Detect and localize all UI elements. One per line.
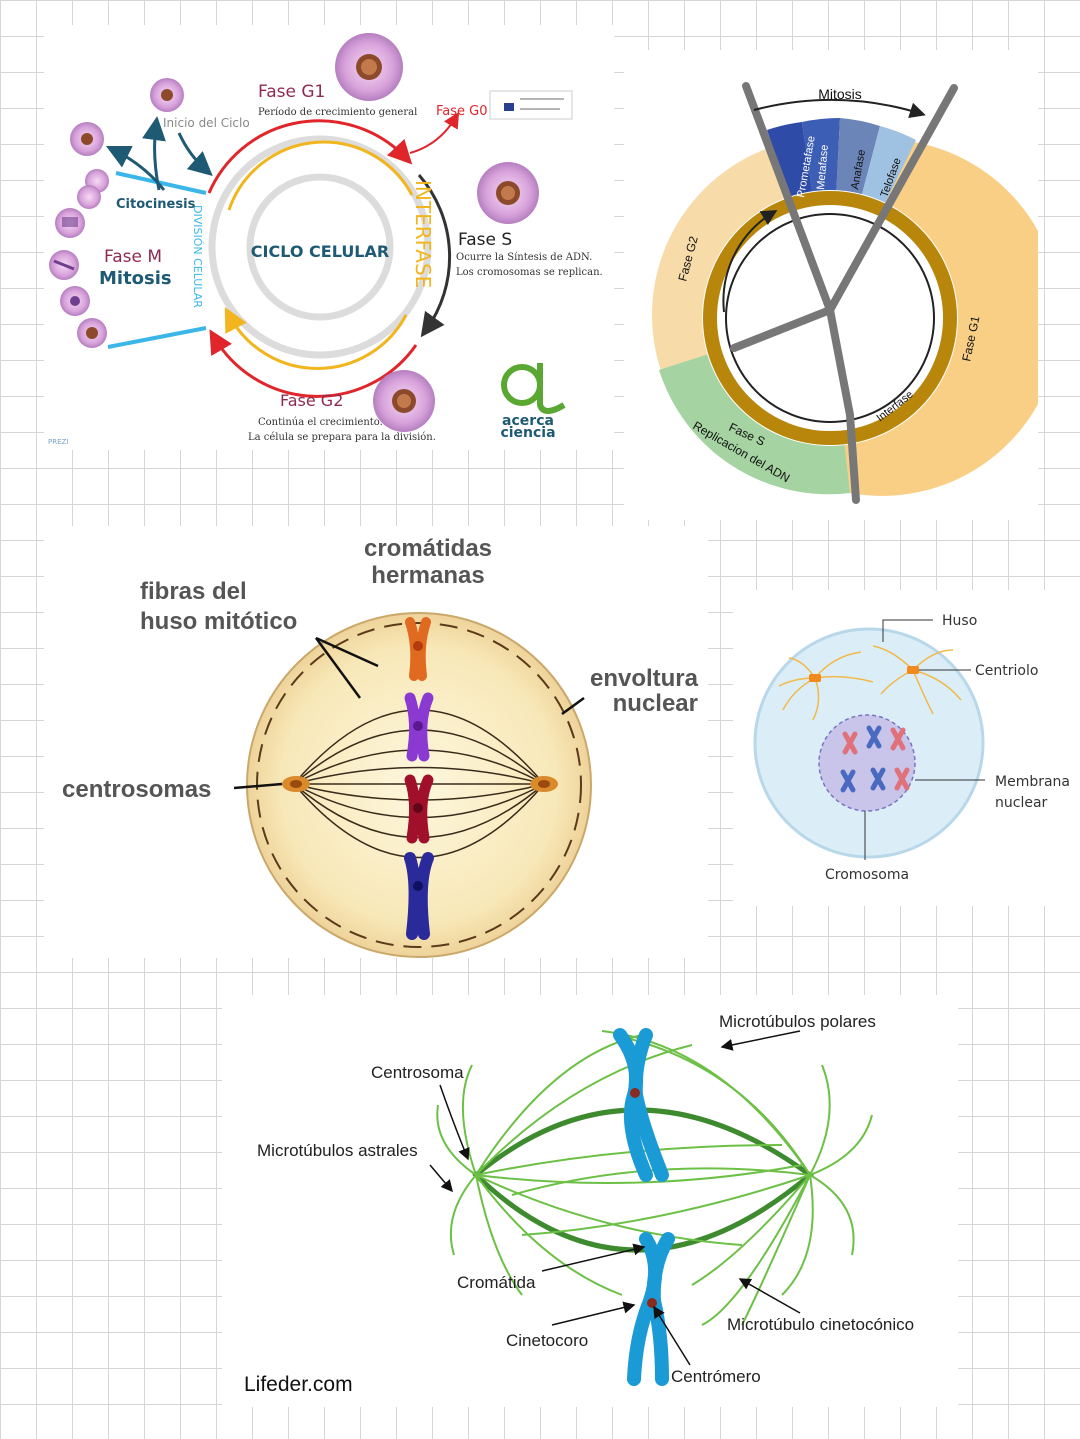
g0-label: Fase G0 (436, 104, 488, 119)
g1-title: Fase G1 (258, 82, 325, 102)
g2-desc-1: Continúa el crecimiento. (258, 417, 383, 428)
outer-ring (208, 135, 432, 359)
cell-cycle-panel: CICLO CELULAR INTERFASE DIVISIÓN CELULAR… (44, 25, 614, 450)
nuclear-envelope-label-1: envoltura (590, 665, 699, 692)
centriole-label: Centriolo (975, 663, 1038, 679)
cell-dividing-icon (77, 169, 109, 209)
lifeder-spindle-panel: Microtúbulos polares Centrosoma Microtúb… (222, 995, 958, 1407)
label-arrows (429, 1030, 801, 1366)
lifeder-brand: Lifeder.com (244, 1373, 353, 1396)
nuclear-membrane-label-1: Membrana (995, 774, 1070, 790)
logo-text-2: ciencia (500, 425, 555, 441)
s-desc-1: Ocurre la Síntesis de ADN. (456, 252, 592, 263)
cytokinesis-arrow-2 (142, 116, 166, 191)
astral-microtubules-label: Microtúbulos astrales (257, 1141, 418, 1160)
cycle-line (725, 213, 935, 423)
chromosomes (840, 725, 910, 793)
chromosome-label: Cromosoma (825, 867, 909, 883)
g2-desc-2: La célula se prepara para la división. (248, 432, 436, 443)
pointer-lines (233, 636, 585, 790)
inner-ring (246, 173, 394, 321)
s-title: Fase S (458, 230, 512, 250)
spindle-diagram: cromátidas hermanas fibras del huso mitó… (62, 535, 699, 958)
cell-daughter-icon (70, 122, 104, 156)
s-arrow (417, 174, 452, 338)
spindle-label: Huso (942, 613, 977, 629)
citocinesis-label: Citocinesis (116, 197, 196, 212)
interphase-ring (703, 191, 957, 445)
g2-arrow (209, 329, 418, 398)
spindle-fibers-label-1: fibras del (140, 578, 247, 605)
cell-start-icon (150, 78, 184, 112)
division-line-top (115, 171, 207, 195)
chromosome-orange (405, 617, 431, 681)
acerca-ciencia-logo (501, 363, 566, 414)
cell-spindle-diagram: Huso Centriolo Membrana nuclear Cromosom… (753, 613, 1070, 883)
mitosis-wheel-diagram: Mitosis Prometafase Metafase Anafase Tel… (652, 82, 1038, 504)
prezi-watermark: PREZI (48, 438, 68, 446)
centrosome-right (530, 776, 558, 792)
sister-chromatids-label-1: cromátidas (364, 535, 492, 562)
g2-yellow-arrow (224, 307, 408, 370)
cycle-arrow (722, 209, 778, 313)
kinetochore-label: Cinetocoro (506, 1331, 588, 1350)
mitosis-title: Mitosis (818, 86, 862, 102)
centrosomes-label: centrosomas (62, 776, 211, 803)
mitosis-wheel-panel: Mitosis Prometafase Metafase Anafase Tel… (624, 50, 1038, 520)
mitosis-arrow (753, 98, 926, 119)
polar-microtubules-label: Microtúbulos polares (719, 1012, 876, 1031)
cytokinesis-arrow-1 (105, 145, 166, 191)
g0-arrow (409, 111, 460, 154)
spindle-panel: cromátidas hermanas fibras del huso mitó… (44, 526, 708, 958)
cell-spindle-panel: Huso Centriolo Membrana nuclear Cromosom… (733, 590, 1080, 906)
interfase-label: INTERFASE (411, 180, 435, 288)
cell-telophase-icon (55, 208, 85, 238)
cell-cycle-diagram: CICLO CELULAR INTERFASE DIVISIÓN CELULAR… (48, 33, 603, 446)
metaphase-label: Metafase (815, 144, 831, 190)
cell-s-icon (477, 162, 539, 224)
spindle-fibers-label-2: huso mitótico (140, 608, 297, 635)
fase-m-label: Fase M (104, 247, 162, 267)
centrosome-label: Centrosoma (371, 1063, 464, 1082)
centromere-label: Centrómero (671, 1367, 761, 1386)
label-lines (864, 619, 985, 860)
separation-lines (730, 82, 958, 504)
centriole-left (809, 674, 821, 682)
logo-text-1: acerca (502, 413, 554, 429)
g1-desc: Período de crecimiento general (258, 107, 417, 118)
chromosome-blue (404, 852, 434, 940)
chromatid-label: Cromátida (457, 1273, 536, 1292)
g0-card (489, 90, 573, 120)
nuclear-membrane-label-2: nuclear (995, 795, 1048, 811)
cell-g2-icon (373, 370, 435, 432)
cell-prophase-icon (77, 318, 107, 348)
cell-g1-icon (335, 33, 403, 101)
nucleus (246, 612, 592, 958)
sister-chromatids-label-2: hermanas (371, 562, 484, 589)
g1-arrow (207, 119, 413, 194)
lifeder-spindle-diagram: Microtúbulos polares Centrosoma Microtúb… (244, 1012, 914, 1396)
cycle-start-arrow (177, 132, 213, 176)
division-label: DIVISIÓN CELULAR (191, 205, 204, 308)
interphase-yellow-arc (227, 140, 414, 211)
chromosome-purple (404, 692, 434, 762)
division-line-bottom (107, 326, 207, 349)
chromosome-bottom (627, 1232, 675, 1386)
chromosome-red (404, 774, 434, 844)
nuclear-envelope-label-2: nuclear (613, 690, 698, 717)
s-desc-2: Los cromosomas se replican. (456, 267, 603, 278)
centriole-right (907, 666, 919, 674)
cell-anaphase-icon (49, 250, 79, 280)
g2-title: Fase G2 (280, 391, 343, 410)
center-title: CICLO CELULAR (251, 242, 389, 261)
chromosome-top (613, 1028, 669, 1182)
cell-metaphase-icon (60, 286, 90, 316)
kinetochore-microtubule-label: Microtúbulo cinetocónico (727, 1315, 914, 1334)
centrosome-left (282, 776, 310, 792)
mitosis-label: Mitosis (99, 268, 172, 289)
inicio-label: Inicio del Ciclo (163, 116, 250, 130)
polar-microtubules (436, 1030, 873, 1326)
